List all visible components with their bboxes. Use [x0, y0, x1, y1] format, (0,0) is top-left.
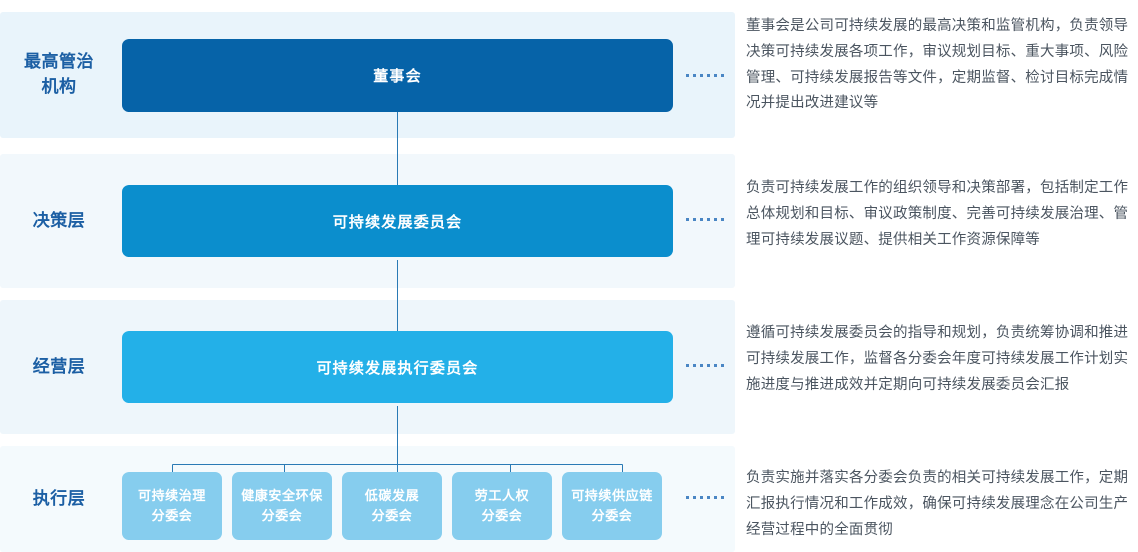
leader-dot — [693, 74, 696, 77]
sub-committee-box-labor-human-rights[interactable]: 劳工人权 分委会 — [452, 472, 552, 540]
leader-dot — [686, 364, 689, 367]
leader-dot — [721, 364, 724, 367]
leader-dot — [714, 74, 717, 77]
sub-committee-label-line-1: 可持续治理 — [137, 487, 206, 503]
sub-committee-box-low-carbon-development[interactable]: 低碳发展 分委会 — [342, 472, 442, 540]
dotted-leader-1 — [686, 74, 724, 77]
leader-dot — [693, 496, 696, 499]
leader-dot — [686, 74, 689, 77]
stage-label-management-layer: 经营层 — [32, 356, 86, 376]
dotted-leader-3 — [686, 364, 724, 367]
stage-label-line-2: 机构 — [41, 77, 77, 96]
leader-dot — [714, 218, 717, 221]
leader-dot — [693, 218, 696, 221]
chart-row-execution-layer: 执行层 可持续治理 分委会 健康安全环保 分委会 低碳发展 分委会 劳工人权 分… — [0, 446, 1138, 552]
leader-dot — [721, 218, 724, 221]
sub-committee-label-line-2: 分委会 — [151, 508, 193, 523]
box-area-level-1: 董事会 — [122, 12, 673, 138]
leader-dot — [707, 74, 710, 77]
org-box-board-of-directors[interactable]: 董事会 — [122, 38, 673, 112]
description-text-decision-layer: 负责可持续发展工作的组织领导和决策部署，包括制定工作总体规划和目标、审议政策制度… — [746, 180, 1129, 248]
leader-dot — [686, 218, 689, 221]
stage-label-line-1: 最高管治 — [24, 52, 94, 72]
box-area-level-3: 可持续发展执行委员会 — [122, 300, 673, 434]
sub-committee-label-line-1: 可持续供应链 — [571, 487, 653, 503]
chart-row-decision-layer: 决策层 可持续发展委员会 — [0, 154, 1138, 288]
leader-dot — [693, 364, 696, 367]
sub-committee-label-line-2: 分委会 — [371, 508, 413, 523]
sub-committee-box-sustainable-governance[interactable]: 可持续治理 分委会 — [122, 472, 222, 540]
sub-committee-label-line-2: 分委会 — [481, 508, 523, 523]
sub-committee-label-line-1: 低碳发展 — [364, 487, 420, 503]
chart-row-management-layer: 经营层 可持续发展执行委员会 — [0, 300, 1138, 434]
connector-line-level1-to-level2 — [397, 111, 398, 188]
leader-dot — [700, 74, 703, 77]
description-text-execution-layer: 负责实施并落实各分委会负责的相关可持续发展工作，定期汇报执行情况和工作成效，确保… — [746, 470, 1129, 538]
leader-dot — [721, 74, 724, 77]
leader-dot — [686, 496, 689, 499]
leader-dot — [700, 364, 703, 367]
sub-committee-label-line-2: 分委会 — [591, 508, 633, 523]
leader-dot — [707, 364, 710, 367]
dotted-leader-2 — [686, 218, 724, 221]
leader-dot — [700, 496, 703, 499]
org-box-sustainability-committee[interactable]: 可持续发展委员会 — [122, 185, 673, 257]
stage-label-execution-layer: 执行层 — [32, 488, 86, 508]
leader-dot — [707, 218, 710, 221]
leader-dot — [700, 218, 703, 221]
leader-dot — [707, 496, 710, 499]
box-area-level-2: 可持续发展委员会 — [122, 154, 673, 288]
sub-committee-box-health-safety-environment[interactable]: 健康安全环保 分委会 — [232, 472, 332, 540]
stage-label-highest-governance: 最高管治 机构 — [0, 12, 118, 138]
sub-committee-label-line-1: 劳工人权 — [474, 487, 530, 503]
leader-dot — [721, 496, 724, 499]
connector-line-level3-to-level4 — [397, 406, 398, 472]
org-box-sustainability-executive-committee[interactable]: 可持续发展执行委员会 — [122, 331, 673, 403]
sub-committee-row: 可持续治理 分委会 健康安全环保 分委会 低碳发展 分委会 劳工人权 分委会 可… — [122, 472, 662, 540]
sub-committee-label-line-1: 健康安全环保 — [241, 487, 323, 503]
leader-dot — [714, 364, 717, 367]
connector-line-level2-to-level3 — [397, 260, 398, 335]
stage-label-decision-layer: 决策层 — [32, 210, 86, 230]
sub-committee-box-sustainable-supply-chain[interactable]: 可持续供应链 分委会 — [562, 472, 662, 540]
sub-committee-label-line-2: 分委会 — [261, 508, 303, 523]
leader-dot — [714, 496, 717, 499]
chart-row-highest-governance: 最高管治 机构 董事会 — [0, 12, 1138, 138]
dotted-leader-4 — [686, 496, 724, 499]
description-text-management-layer: 遵循可持续发展委员会的指导和规划，负责统筹协调和推进可持续发展工作，监督各分委会… — [746, 325, 1129, 393]
description-text-highest-governance: 董事会是公司可持续发展的最高决策和监管机构，负责领导决策可持续发展各项工作，审议… — [746, 18, 1129, 112]
